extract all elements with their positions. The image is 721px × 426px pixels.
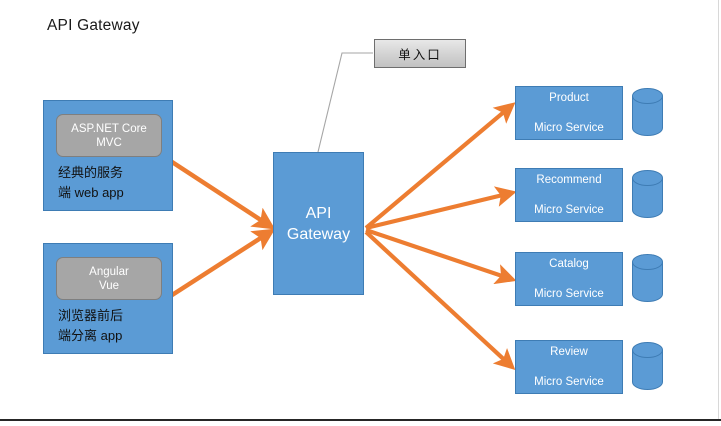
database-cylinder-icon	[632, 254, 663, 302]
callout-leader-line	[317, 52, 373, 153]
service-label-line2: Micro Service	[534, 375, 604, 388]
api-gateway-box[interactable]: API Gateway	[273, 152, 364, 295]
client-caption-spa: 浏览器前后 端分离 app	[44, 306, 172, 346]
service-box-catalog[interactable]: Catalog Micro Service	[515, 252, 623, 306]
service-label-line1: Review	[550, 345, 588, 358]
service-box-recommend[interactable]: Recommend Micro Service	[515, 168, 623, 222]
right-edge-divider	[718, 0, 719, 419]
service-label-line1: Recommend	[536, 173, 602, 186]
database-cylinder-icon	[632, 170, 663, 218]
service-label: Product Micro Service	[534, 76, 604, 151]
arrow-gateway-to-catalog	[365, 228, 517, 285]
service-label-line2: Micro Service	[534, 203, 604, 216]
arrow-client1-to-gateway	[167, 158, 276, 230]
tech-chip-line2: MVC	[96, 136, 122, 149]
client-caption-line2: 端 web app	[58, 185, 124, 200]
tech-chip-spa[interactable]: Angular Vue	[56, 257, 162, 300]
service-label-line1: Catalog	[549, 257, 589, 270]
page-title: API Gateway	[47, 17, 140, 34]
service-box-product[interactable]: Product Micro Service	[515, 86, 623, 140]
service-label: Review Micro Service	[534, 330, 604, 405]
api-gateway-label: API Gateway	[274, 203, 363, 245]
arrow-gateway-to-review	[364, 230, 516, 370]
arrow-gateway-to-recommend	[365, 186, 517, 231]
single-entry-callout[interactable]: 单入口	[374, 39, 466, 68]
api-gateway-label-line2: Gateway	[286, 225, 351, 243]
service-label-line1: Product	[549, 91, 589, 104]
service-label: Catalog Micro Service	[534, 242, 604, 317]
client-caption-line2: 端分离 app	[58, 328, 123, 343]
service-label-line2: Micro Service	[534, 121, 604, 134]
tech-chip-aspnet[interactable]: ASP.NET Core MVC	[56, 114, 162, 157]
database-cylinder-icon	[632, 88, 663, 136]
database-cylinder-icon	[632, 342, 663, 390]
tech-chip-line2: Vue	[98, 279, 120, 292]
client-box-aspnet[interactable]: ASP.NET Core MVC 经典的服务 端 web app	[43, 100, 173, 211]
tech-chip-line1: ASP.NET Core	[71, 122, 147, 135]
bottom-divider	[0, 419, 721, 421]
service-label: Recommend Micro Service	[534, 158, 604, 233]
client-caption-line1: 经典的服务	[58, 165, 124, 180]
client-caption-aspnet: 经典的服务 端 web app	[44, 163, 172, 203]
arrow-gateway-to-product	[364, 102, 516, 230]
service-label-line2: Micro Service	[534, 287, 604, 300]
client-box-spa[interactable]: Angular Vue 浏览器前后 端分离 app	[43, 243, 173, 354]
client-caption-line1: 浏览器前后	[58, 308, 124, 323]
arrow-client2-to-gateway	[167, 228, 276, 299]
tech-chip-line1: Angular	[89, 265, 129, 278]
service-box-review[interactable]: Review Micro Service	[515, 340, 623, 394]
api-gateway-label-line1: API	[305, 204, 332, 222]
